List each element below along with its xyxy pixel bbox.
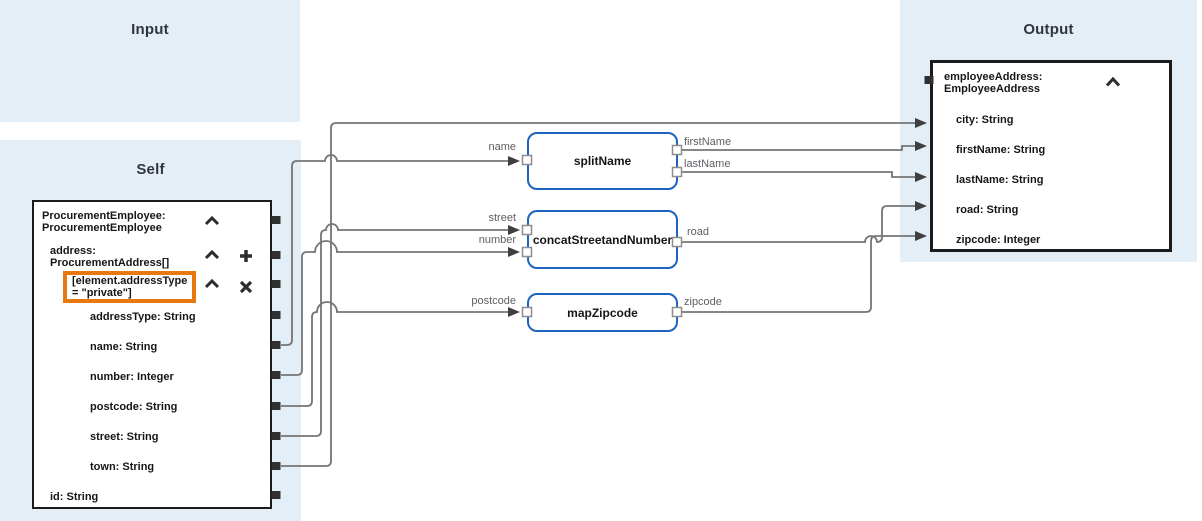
port-label-zipcode: zipcode — [684, 296, 722, 308]
wire-street-to-concat[interactable] — [281, 223, 508, 437]
output-panel-title: Output — [1023, 21, 1074, 38]
function-mapZipcode[interactable]: mapZipcode — [527, 293, 678, 332]
self-schema-box: ProcurementEmployee: ProcurementEmployee… — [32, 200, 272, 509]
tree-node-procurement-employee[interactable]: ProcurementEmployee: ProcurementEmployee — [42, 210, 166, 234]
port-label-road: road — [687, 226, 710, 238]
tree-node-employee-address[interactable]: employeeAddress: EmployeeAddress — [944, 71, 1043, 95]
wire-name-to-splitName[interactable] — [281, 154, 508, 346]
function-concatStreetandNumber-label: concatStreetandNumber — [532, 232, 673, 247]
tree-field-town[interactable]: town: String — [90, 461, 155, 473]
tree-field-street[interactable]: street: String — [90, 431, 159, 443]
out-field-road[interactable]: road: String — [956, 204, 1019, 216]
tree-field-number[interactable]: number: Integer — [90, 371, 174, 383]
wire-number-to-concat[interactable] — [281, 240, 508, 376]
function-concatStreetandNumber[interactable]: concatStreetandNumber — [527, 210, 678, 269]
input-panel: Input — [0, 0, 300, 122]
wire-road-to-output[interactable] — [682, 205, 915, 243]
tree-field-postcode[interactable]: postcode: String — [90, 401, 178, 413]
port-label-firstName: firstName — [684, 136, 732, 148]
function-splitName-label: splitName — [573, 154, 632, 168]
arrowhead-name — [508, 156, 520, 166]
wire-lastName-to-output[interactable] — [682, 171, 915, 178]
arrowhead-postcode — [508, 307, 520, 317]
arrowhead-number — [508, 247, 520, 257]
filter-expression-text: [element.addressType = "private"] — [72, 275, 188, 299]
out-field-city[interactable]: city: String — [956, 114, 1014, 126]
function-mapZipcode-label: mapZipcode — [567, 305, 638, 320]
out-field-lastName[interactable]: lastName: String — [956, 174, 1044, 186]
tree-field-addressType[interactable]: addressType: String — [90, 311, 196, 323]
filter-expression-box[interactable]: [element.addressType = "private"] — [63, 271, 196, 303]
wire-postcode-to-mapZipcode[interactable] — [281, 301, 508, 407]
port-label-postcode: postcode — [471, 295, 516, 307]
self-panel-title: Self — [136, 161, 165, 178]
port-label-number: number — [478, 234, 516, 246]
port-label-street: street — [488, 212, 516, 224]
out-field-zipcode[interactable]: zipcode: Integer — [956, 234, 1041, 246]
tree-node-address[interactable]: address: ProcurementAddress[] — [50, 245, 170, 269]
function-splitName[interactable]: splitName — [527, 132, 678, 190]
port-label-lastName: lastName — [684, 158, 731, 170]
port-label-name: name — [488, 141, 516, 153]
input-panel-title: Input — [131, 21, 169, 38]
output-schema-box: employeeAddress: EmployeeAddress city: S… — [930, 60, 1172, 252]
out-field-firstName[interactable]: firstName: String — [956, 144, 1046, 156]
tree-field-name[interactable]: name: String — [90, 341, 158, 353]
tree-field-id[interactable]: id: String — [50, 491, 99, 503]
